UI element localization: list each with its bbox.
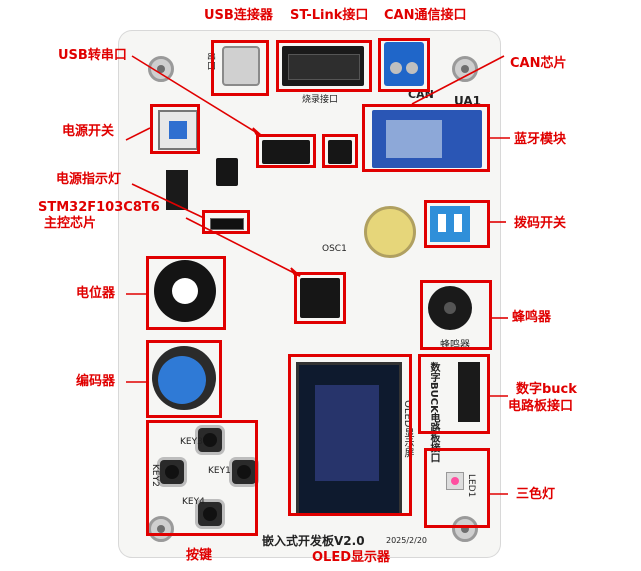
bluetooth-module	[372, 110, 482, 168]
key1-silk: KEY1	[208, 466, 231, 476]
led1-silk: LED1	[466, 474, 476, 498]
label-mcu-1: STM32F103C8T6	[38, 200, 160, 215]
mounting-hole	[452, 56, 478, 82]
label-rgb: 三色灯	[516, 487, 556, 502]
buck-box	[418, 354, 490, 434]
keys-box	[146, 420, 258, 536]
key3-button	[198, 428, 222, 452]
mounting-hole	[148, 56, 174, 82]
buzzer-silk: 蜂鸣器	[440, 340, 470, 351]
stlink-port-silk: 烧录接口	[302, 95, 339, 105]
power-switch	[158, 110, 198, 150]
mounting-hole	[452, 516, 478, 542]
label-encoder: 编码器	[76, 374, 116, 389]
label-usb-serial: USB转串口	[58, 48, 127, 63]
can-if-box	[378, 38, 430, 92]
regulator	[216, 158, 238, 186]
can-terminal	[384, 42, 424, 86]
pot-box	[146, 256, 226, 330]
serial-port-silk: 串口	[205, 52, 215, 70]
power-led-box	[202, 210, 250, 234]
key2-button	[160, 460, 184, 484]
osc-silk: OSC1	[322, 244, 347, 254]
coin-cell	[364, 206, 416, 258]
label-stlink: ST-Link接口	[290, 8, 369, 23]
label-power-switch: 电源开关	[62, 124, 115, 139]
mounting-hole	[148, 516, 174, 542]
board-name-silk: 嵌入式开发板V2.0	[262, 534, 365, 548]
label-mcu-2: 主控芯片	[44, 216, 97, 231]
key4-button	[198, 502, 222, 526]
oled-display	[296, 362, 402, 516]
label-dip: 拨码开关	[514, 216, 567, 231]
label-keys: 按键	[186, 548, 213, 563]
pin-header	[166, 170, 188, 210]
label-buck-1: 数字buck	[516, 382, 577, 397]
label-buzzer: 蜂鸣器	[512, 310, 552, 325]
oled-silk: OLED显示屏	[402, 400, 413, 458]
buck-silk: 数字BUCK电路板接口	[428, 362, 439, 463]
rgb-led	[446, 472, 464, 490]
rgb-box	[424, 448, 490, 528]
bluetooth-box	[362, 104, 490, 172]
encoder-box	[146, 340, 222, 418]
label-power-led: 电源指示灯	[56, 172, 122, 187]
buck-header	[458, 362, 480, 422]
label-buck-2: 电路板接口	[508, 399, 574, 414]
dip-box	[424, 200, 490, 248]
power-switch-box	[150, 104, 200, 154]
usb-serial-box	[256, 134, 316, 168]
label-pot: 电位器	[76, 286, 116, 301]
oled-box	[288, 354, 412, 516]
label-can-chip: CAN芯片	[510, 56, 567, 71]
buzzer-box	[420, 280, 492, 350]
encoder	[150, 344, 218, 414]
mcu-chip	[300, 278, 340, 318]
usb-box	[211, 40, 269, 96]
can-chip	[328, 140, 352, 164]
can-chip-box	[322, 134, 358, 168]
stlink-header	[282, 46, 364, 86]
stlink-box	[276, 40, 372, 92]
label-oled: OLED显示器	[312, 550, 391, 565]
label-bluetooth: 蓝牙模块	[514, 132, 567, 147]
usb-serial-chip	[262, 140, 310, 164]
key4-silk: KEY4	[182, 497, 205, 507]
usb-connector	[222, 46, 260, 86]
key1-button	[232, 460, 256, 484]
mcu-box	[294, 272, 346, 324]
power-led	[210, 218, 244, 230]
dip-switch	[430, 206, 470, 242]
buzzer	[428, 286, 472, 330]
key3-silk: KEY3	[180, 437, 203, 447]
label-usb: USB连接器	[204, 8, 273, 23]
key2-silk: KEY2	[150, 464, 160, 487]
potentiometer	[150, 260, 222, 324]
date-silk: 2025/2/20	[386, 536, 428, 545]
label-can-if: CAN通信接口	[384, 8, 467, 23]
